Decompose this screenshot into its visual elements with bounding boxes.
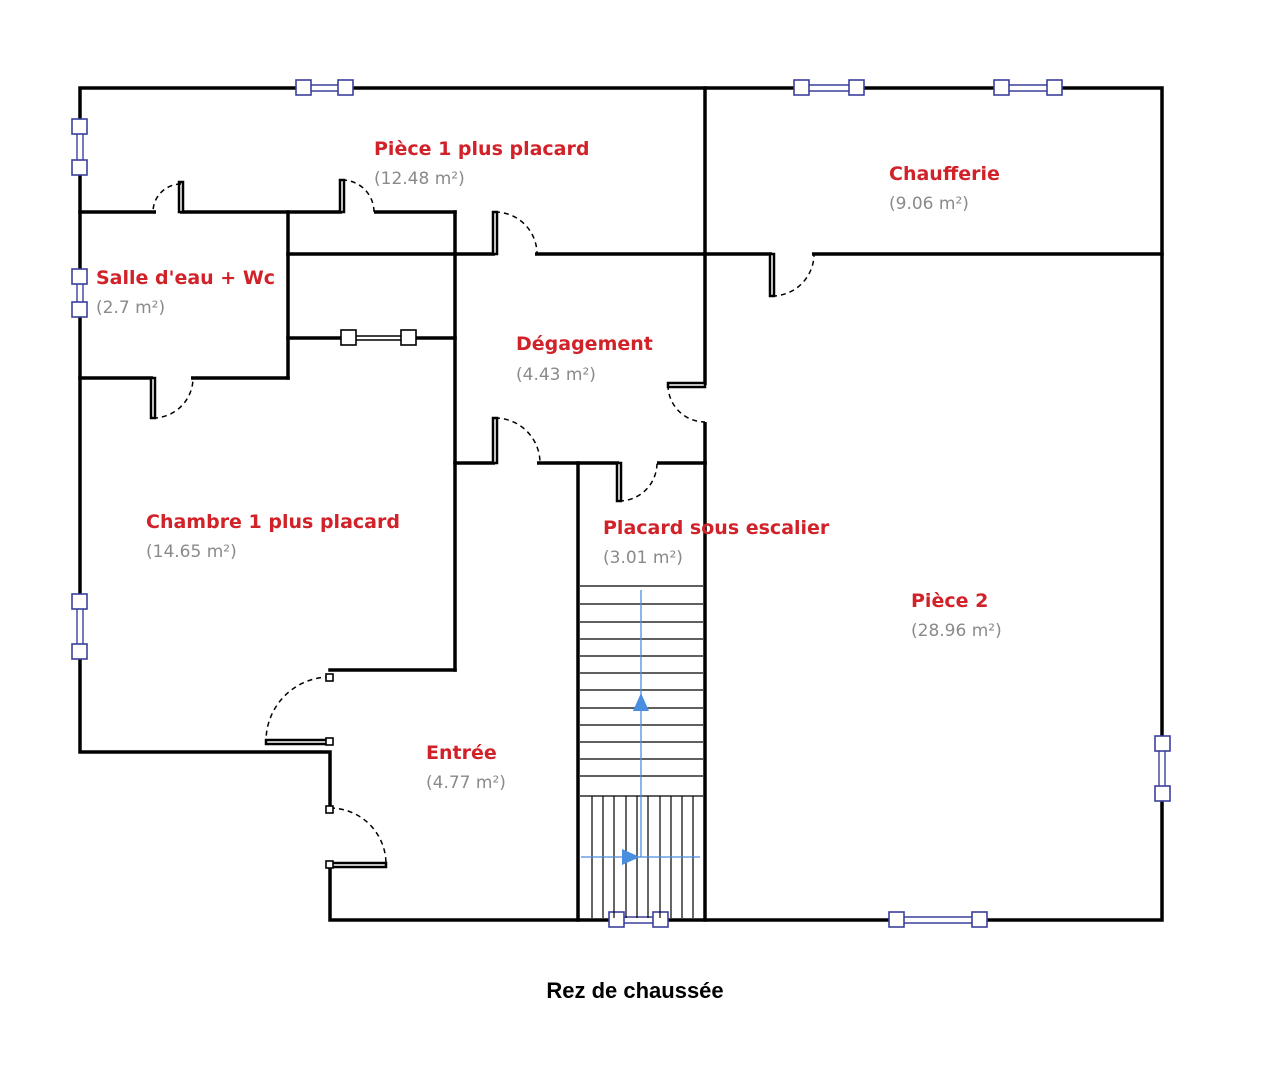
room-name-chaufferie: Chaufferie: [889, 163, 1000, 185]
outer-wall: [78, 86, 1164, 922]
door-degagement-piece2: [666, 381, 707, 423]
window-left-sde: [71, 268, 88, 318]
room-area-entree: (4.77 m²): [426, 773, 506, 793]
room-labels: Pièce 1 plus placard (12.48 m²) Chauffer…: [96, 138, 1002, 793]
room-name-placard: Placard sous escalier: [603, 517, 830, 539]
room-area-degagement: (4.43 m²): [516, 365, 596, 385]
door-chambre-sde: [149, 376, 194, 420]
room-area-chaufferie: (9.06 m²): [889, 194, 969, 214]
door-pc1-left: [338, 178, 375, 214]
window-interior-chambre: [340, 329, 417, 346]
window-left-pc1: [71, 118, 88, 176]
room-name-chambre1: Chambre 1 plus placard: [146, 511, 400, 533]
room-name-degagement: Dégagement: [516, 333, 653, 355]
door-sde-pc1: [152, 180, 185, 214]
window-top-chauff-2: [993, 79, 1063, 96]
window-top-pc1: [295, 79, 354, 96]
plan-caption: Rez de chaussée: [546, 978, 724, 1003]
room-area-piece1: (12.48 m²): [374, 169, 465, 189]
door-degagement-bottom: [491, 416, 541, 465]
room-area-piece2: (28.96 m²): [911, 621, 1002, 641]
window-bottom-piece2: [888, 911, 988, 928]
room-name-piece2: Pièce 2: [911, 590, 988, 612]
door-pc1-degagement: [491, 210, 538, 256]
door-placard: [615, 461, 658, 503]
staircase: [580, 585, 703, 918]
door-piece2: [768, 252, 815, 298]
room-area-salle-deau: (2.7 m²): [96, 298, 165, 318]
room-area-placard: (3.01 m²): [603, 548, 683, 568]
doors: [149, 178, 815, 869]
room-name-salle-deau: Salle d'eau + Wc: [96, 267, 275, 289]
door-entree-main: [325, 805, 388, 869]
door-chambre-entree: [264, 673, 334, 746]
door-openings: [153, 208, 812, 865]
window-right-piece2: [1154, 735, 1171, 802]
windows: [71, 79, 1171, 928]
room-name-entree: Entrée: [426, 742, 497, 764]
stair-direction-arrow: [581, 590, 700, 865]
window-bottom-stair: [608, 911, 669, 928]
window-top-chauff-1: [793, 79, 865, 96]
walls: [78, 86, 1164, 922]
window-left-chambre: [71, 593, 88, 660]
room-area-chambre1: (14.65 m²): [146, 542, 237, 562]
room-name-piece1: Pièce 1 plus placard: [374, 138, 589, 160]
